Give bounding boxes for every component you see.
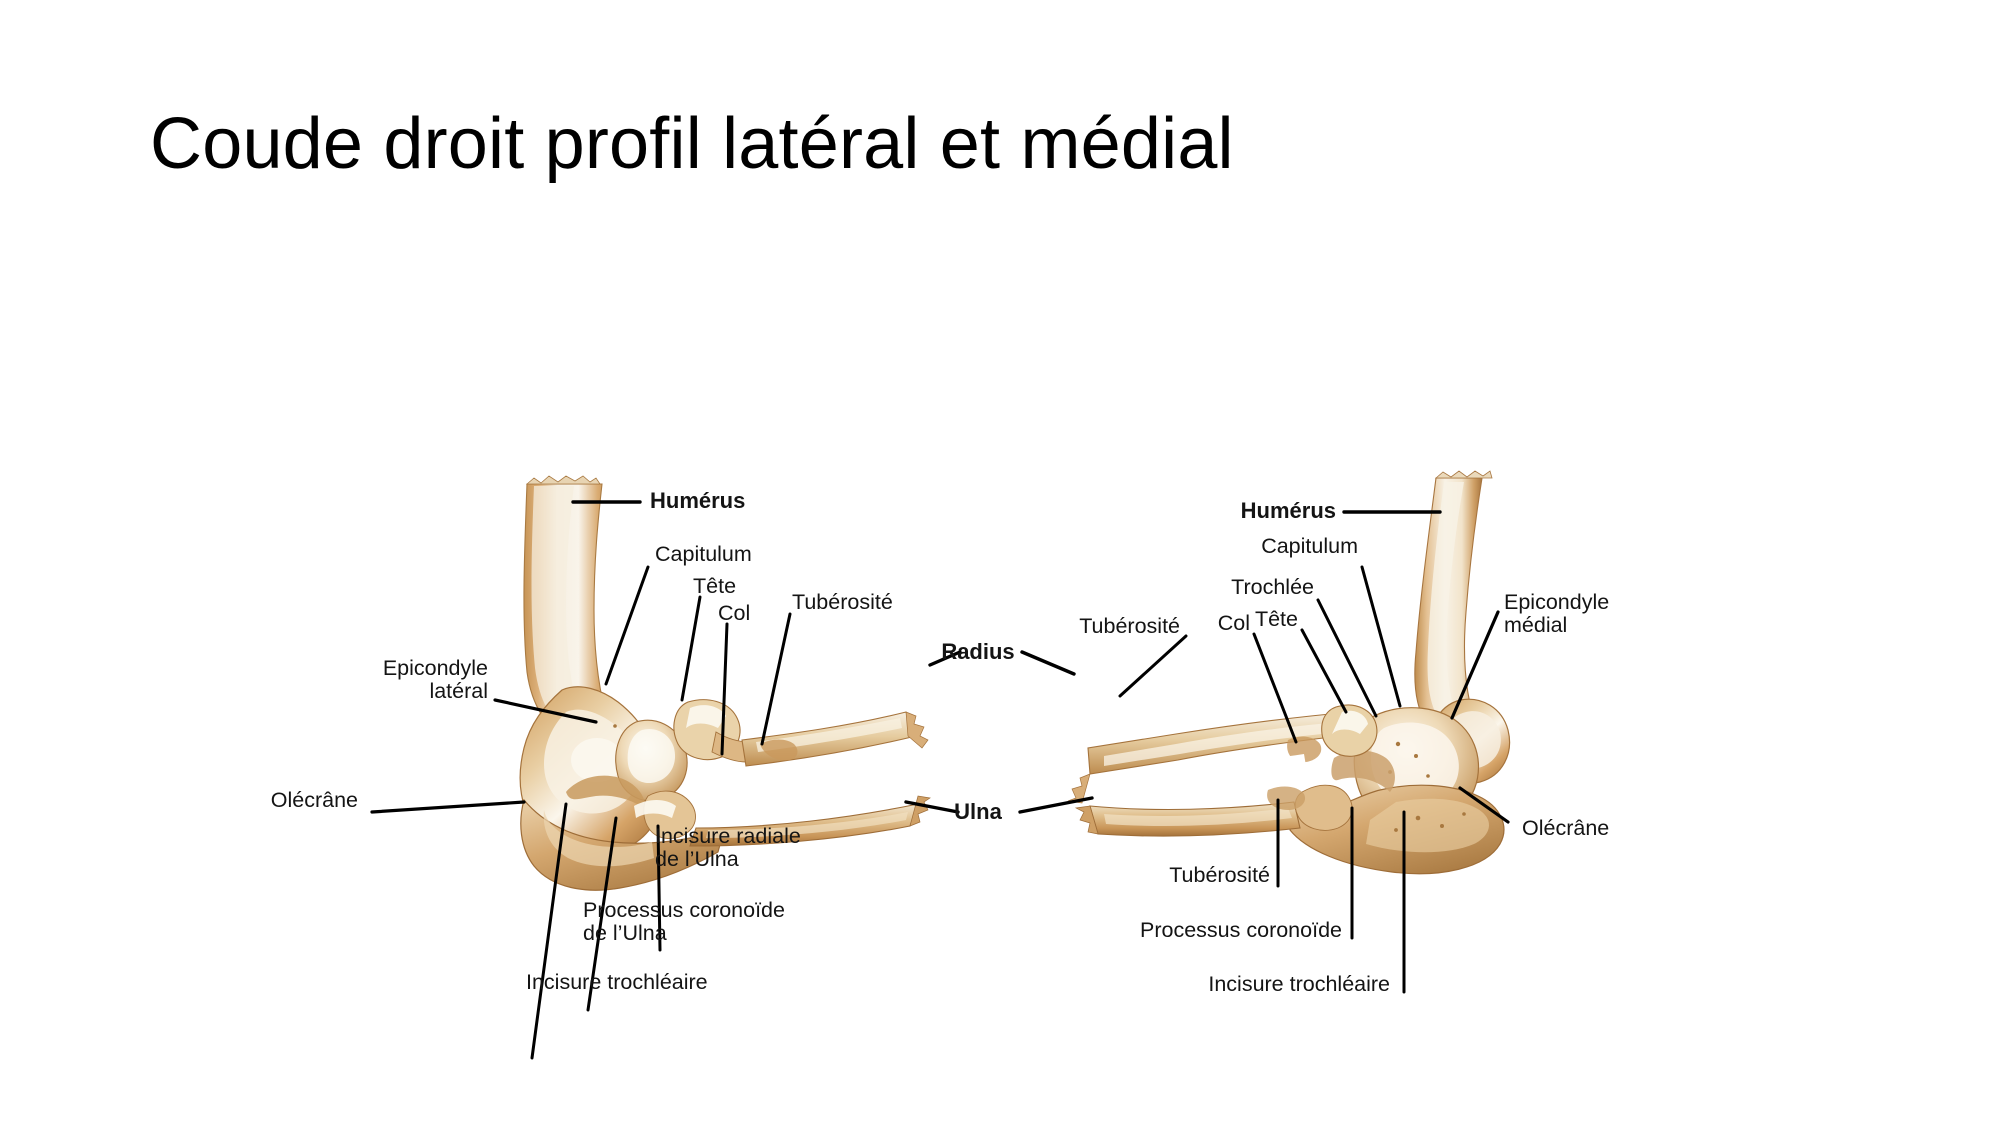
leader-l-tuberosite [760, 612, 792, 746]
label-incisure-trochleaire-medial: Incisure trochléaire [1208, 972, 1390, 996]
leader-radius-left [928, 650, 962, 667]
label-tete-medial: Tête [1254, 607, 1298, 631]
leader-r-col [1252, 632, 1298, 744]
leader-ulna-right [1018, 796, 1094, 814]
label-epicondyle-lateral: Epicondyle latéral [382, 656, 488, 704]
leader-r-tuberosite-haut [1118, 634, 1188, 698]
leader-l-col [720, 622, 729, 756]
leader-lines [370, 500, 1510, 1060]
leader-l-olecrane [370, 800, 526, 814]
leader-l-tete [680, 595, 702, 702]
label-radius: Radius [941, 639, 1015, 664]
leader-r-capitulum [1360, 565, 1402, 708]
label-tuberosite-medial-bas: Tubérosité [1169, 863, 1270, 887]
label-humerus-lateral: Humérus [650, 488, 746, 513]
right-elbow-bones [1067, 470, 1511, 875]
label-capitulum-medial: Capitulum [1261, 534, 1358, 558]
label-incisure-trochleaire-lateral: Incisure trochléaire [526, 970, 708, 994]
leader-l-incisure-radiale [656, 824, 662, 952]
label-incisure-radiale-ulna: Incisure radiale de l’Ulna [655, 824, 801, 872]
leader-l-processus-coronoide [586, 816, 618, 1012]
label-olecrane-medial: Olécrâne [1522, 816, 1610, 840]
leader-r-tete [1300, 628, 1348, 714]
leader-r-olecrane [1458, 786, 1510, 824]
page-title: Coude droit profil latéral et médial [150, 104, 1234, 184]
leader-r-trochlee [1316, 598, 1378, 718]
label-processus-coronoide-medial: Processus coronoïde [1140, 918, 1342, 942]
leader-ulna-left [904, 800, 960, 814]
leader-l-epicondyle [493, 698, 598, 724]
label-olecrane-lateral: Olécrâne [270, 788, 358, 812]
label-col-lateral: Col [718, 601, 751, 625]
label-tuberosite-lateral: Tubérosité [792, 590, 893, 614]
leader-radius-right [1020, 650, 1076, 676]
label-humerus-medial: Humérus [1240, 498, 1336, 523]
leader-r-epicondyle [1450, 610, 1500, 720]
label-tete-lateral: Tête [693, 574, 737, 598]
label-capitulum-lateral: Capitulum [655, 542, 752, 566]
label-trochlee-medial: Trochlée [1231, 575, 1314, 599]
left-elbow-bones [519, 475, 931, 891]
label-col-medial: Col [1217, 611, 1250, 635]
leader-l-incisure-trochleaire [530, 802, 568, 1060]
label-processus-coronoide-ulna: Processus coronoïde de l’Ulna [583, 898, 785, 946]
label-ulna: Ulna [954, 799, 1002, 824]
leader-l-capitulum [604, 565, 650, 686]
label-tuberosite-medial-haut: Tubérosité [1079, 614, 1180, 638]
label-epicondyle-medial: Epicondyle médial [1504, 590, 1610, 638]
